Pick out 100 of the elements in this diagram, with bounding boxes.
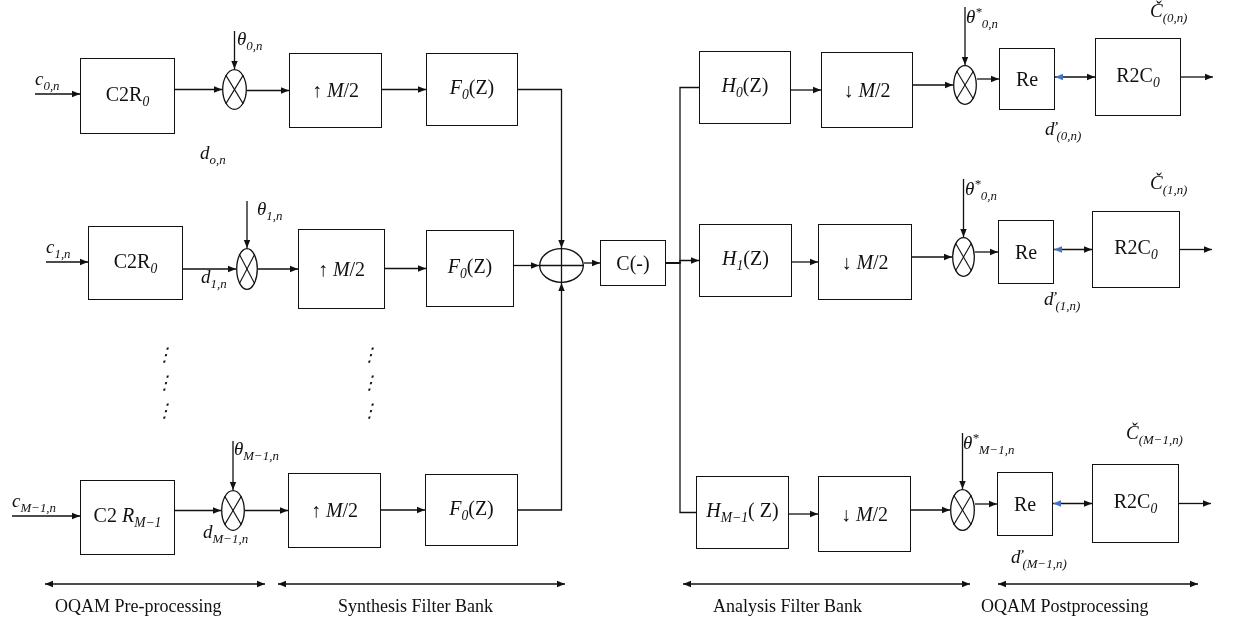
arrow — [384, 265, 427, 272]
process-box — [998, 220, 1054, 284]
arrow — [244, 507, 289, 514]
process-box — [818, 476, 911, 552]
arrow — [517, 282, 565, 511]
block-label: Re — [1014, 240, 1038, 264]
arrow — [11, 512, 81, 520]
arrow — [912, 81, 954, 89]
multiplier-symbol — [221, 490, 245, 531]
block-label: F$_{0}$(Z) — [447, 255, 493, 282]
process-box — [425, 474, 518, 546]
arrow — [1052, 500, 1093, 507]
arrow — [231, 30, 238, 70]
phase-label: θ$_{0,n}$ — [237, 28, 263, 54]
arrow — [513, 262, 540, 269]
process-box — [818, 224, 912, 300]
multiplier-symbol — [222, 69, 247, 110]
block-label: ↓ M/2 — [840, 502, 889, 526]
ellipsis: ⋮ — [360, 400, 379, 423]
ellipsis: ⋮ — [155, 400, 174, 423]
process-box — [80, 58, 175, 134]
process-box — [426, 53, 518, 126]
block-label: F$_{0}$(Z) — [449, 76, 495, 103]
block-label: R2C$_{0}$ — [1113, 490, 1158, 517]
section-label: OQAM Postprocessing — [981, 596, 1149, 618]
arrow — [174, 507, 222, 514]
connector-line — [665, 262, 697, 514]
block-label: R2C$_{0}$ — [1114, 236, 1158, 263]
arrow — [45, 258, 89, 266]
arrow — [1180, 73, 1214, 81]
block-label: ↓ M/2 — [843, 78, 891, 102]
block-label: F$_{0}$(Z) — [449, 496, 494, 524]
process-box — [80, 480, 175, 555]
section-label: OQAM Pre-processing — [55, 596, 222, 618]
signal-label: d$_{o,n}$ — [200, 142, 226, 168]
block-label: C2R$_{0}$ — [113, 249, 158, 277]
arrow — [381, 86, 427, 93]
arrow — [1054, 73, 1096, 81]
arrow — [34, 90, 81, 98]
signal-label: ď$_{(M−1,n)}$ — [1011, 546, 1067, 572]
block-label: ↑ M/2 — [310, 499, 359, 522]
arrow — [961, 6, 969, 66]
process-box — [699, 224, 792, 297]
process-box — [600, 240, 666, 286]
arrow — [1179, 246, 1213, 253]
block-label: R2C$_{0}$ — [1116, 63, 1160, 91]
arrow — [229, 440, 237, 491]
output-label: Č$_{(1,n)}$ — [1150, 172, 1188, 198]
block-label: H$_{1}$(Z) — [722, 247, 769, 274]
arrow — [182, 265, 237, 273]
ellipsis: ⋮ — [360, 372, 379, 395]
arrow — [243, 200, 251, 249]
block-label: H$_{0}$(Z) — [721, 74, 769, 101]
multiplier-symbol — [950, 489, 975, 531]
ellipsis: ⋮ — [360, 344, 379, 367]
block-label: Re — [1013, 492, 1037, 516]
block-label: ↑ M/2 — [311, 79, 360, 102]
block-label: C2 R$_{M−1}$ — [93, 504, 162, 531]
block-label: C2R$_{0}$ — [105, 82, 150, 110]
block-label: ↓ M/2 — [841, 250, 889, 274]
ellipsis: ⋮ — [155, 344, 174, 367]
arrow — [1178, 500, 1212, 507]
arrow — [790, 86, 822, 94]
process-box — [426, 230, 514, 307]
arrow — [517, 88, 565, 249]
process-box — [1092, 211, 1180, 288]
input-label: c$_{M−1,n}$ — [12, 490, 57, 516]
arrow — [976, 75, 1000, 83]
arrow — [583, 259, 601, 267]
process-box — [999, 48, 1055, 110]
arrow — [959, 432, 966, 490]
block-label: ↑ M/2 — [317, 257, 366, 281]
signal-label: ď$_{(1,n)}$ — [1044, 288, 1081, 314]
adder-symbol — [539, 248, 584, 283]
section-label: Synthesis Filter Bank — [338, 596, 493, 618]
ellipsis: ⋮ — [155, 372, 174, 395]
signal-label: d$_{1,n}$ — [201, 266, 227, 292]
multiplier-symbol — [236, 248, 258, 290]
process-box — [821, 52, 913, 128]
process-box — [696, 476, 789, 549]
block-label: H$_{M−1}$( Z) — [706, 499, 779, 526]
process-box — [699, 51, 791, 124]
section-label: Analysis Filter Bank — [713, 596, 862, 618]
signal-label: d$_{M−1,n}$ — [203, 521, 249, 547]
process-box — [288, 473, 381, 548]
phase-label: θ$_{M−1,n}$ — [234, 438, 279, 464]
arrow — [911, 253, 953, 261]
arrow — [974, 500, 998, 508]
input-label: c$_{1,n}$ — [46, 236, 71, 262]
process-box — [88, 226, 183, 300]
block-label: Re — [1015, 67, 1039, 91]
process-box — [997, 472, 1053, 536]
process-box — [289, 53, 382, 128]
arrow — [174, 86, 223, 93]
block-label: C(-) — [616, 251, 650, 275]
arrow — [380, 506, 426, 514]
input-label: c$_{0,n}$ — [35, 68, 60, 94]
process-box — [1092, 464, 1179, 543]
multiplier-symbol — [953, 65, 977, 105]
arrow — [1053, 246, 1093, 253]
